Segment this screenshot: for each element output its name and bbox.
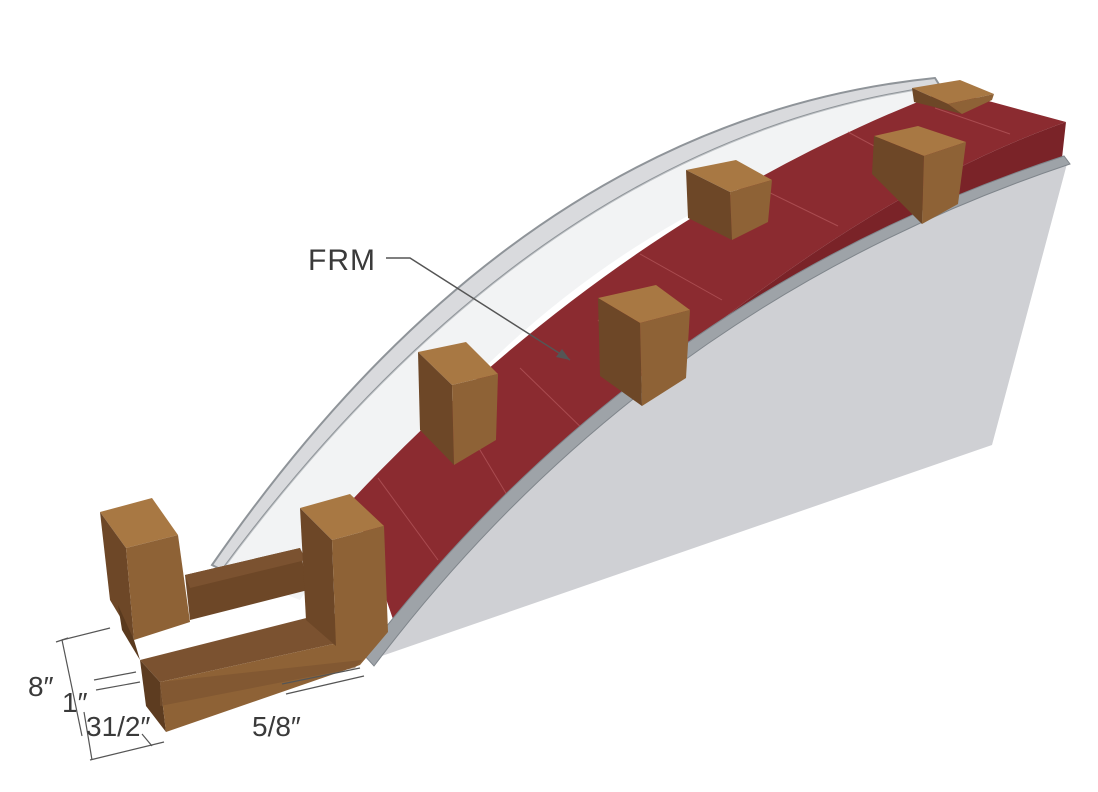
front-wall-edge (363, 155, 1071, 667)
dim-1-label: 1″ (62, 687, 88, 718)
base-sill-assembly (100, 494, 388, 732)
dimension-lines (55, 627, 365, 761)
dim-8-label: 8″ (28, 671, 54, 702)
membrane-side-edge (395, 122, 1066, 632)
front-wall-panel (370, 160, 1068, 660)
block-5 (912, 80, 994, 114)
block-1 (418, 342, 498, 465)
block-2 (598, 285, 690, 406)
frm-leader-line (386, 257, 571, 361)
frm-callout: FRM (308, 244, 571, 361)
dim-3-5-label: 31/2″ (86, 711, 150, 742)
dim-5-8-label: 5/8″ (252, 711, 301, 742)
block-3 (686, 160, 772, 240)
frm-leader-arrow (556, 349, 570, 360)
frm-label: FRM (308, 244, 376, 277)
membrane-strip (352, 90, 1066, 625)
block-4 (872, 126, 966, 224)
dimension-labels: 8″ 1″ 31/2″ 5/8″ (28, 671, 301, 742)
